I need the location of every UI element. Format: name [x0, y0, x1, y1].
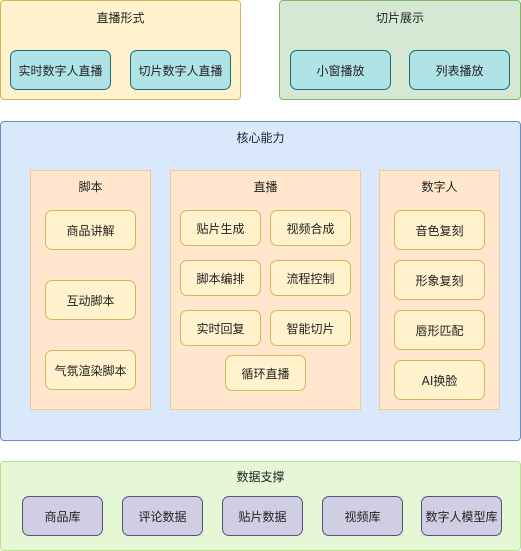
clip-display-title: 切片展示: [375, 11, 424, 25]
node-process-control[interactable]: 流程控制: [270, 260, 351, 296]
node-video-synthesis[interactable]: 视频合成: [270, 210, 351, 246]
node-small-window-play[interactable]: 小窗播放: [290, 50, 391, 90]
node-product-explanation[interactable]: 商品讲解: [45, 210, 136, 250]
node-interactive-script[interactable]: 互动脚本: [45, 280, 136, 320]
node-overlay-data[interactable]: 贴片数据: [222, 496, 303, 536]
node-digital-human-model-library[interactable]: 数字人模型库: [421, 496, 502, 536]
script-title: 脚本: [78, 180, 103, 194]
node-ai-face-swap[interactable]: AI换脸: [394, 360, 485, 400]
node-atmosphere-script[interactable]: 气氛渲染脚本: [45, 350, 136, 390]
node-lip-sync[interactable]: 唇形匹配: [394, 310, 485, 350]
node-voice-clone[interactable]: 音色复刻: [394, 210, 485, 250]
core-capability-title: 核心能力: [236, 131, 285, 145]
node-comment-data[interactable]: 评论数据: [122, 496, 203, 536]
digital-human-title: 数字人: [421, 180, 458, 194]
node-smart-clip[interactable]: 智能切片: [270, 310, 351, 346]
data-support-title: 数据支撑: [236, 470, 285, 484]
node-realtime-digital-human-live[interactable]: 实时数字人直播: [10, 50, 111, 90]
node-script-arrangement[interactable]: 脚本编排: [180, 260, 261, 296]
node-video-library[interactable]: 视频库: [322, 496, 403, 536]
node-realtime-reply[interactable]: 实时回复: [180, 310, 261, 346]
live-mode-title: 直播形式: [96, 11, 145, 25]
node-appearance-clone[interactable]: 形象复刻: [394, 260, 485, 300]
node-overlay-generation[interactable]: 贴片生成: [180, 210, 261, 246]
node-product-library[interactable]: 商品库: [22, 496, 103, 536]
node-list-play[interactable]: 列表播放: [409, 50, 510, 90]
live-title: 直播: [253, 180, 278, 194]
node-clip-digital-human-live[interactable]: 切片数字人直播: [130, 50, 231, 90]
node-loop-live[interactable]: 循环直播: [225, 355, 306, 391]
